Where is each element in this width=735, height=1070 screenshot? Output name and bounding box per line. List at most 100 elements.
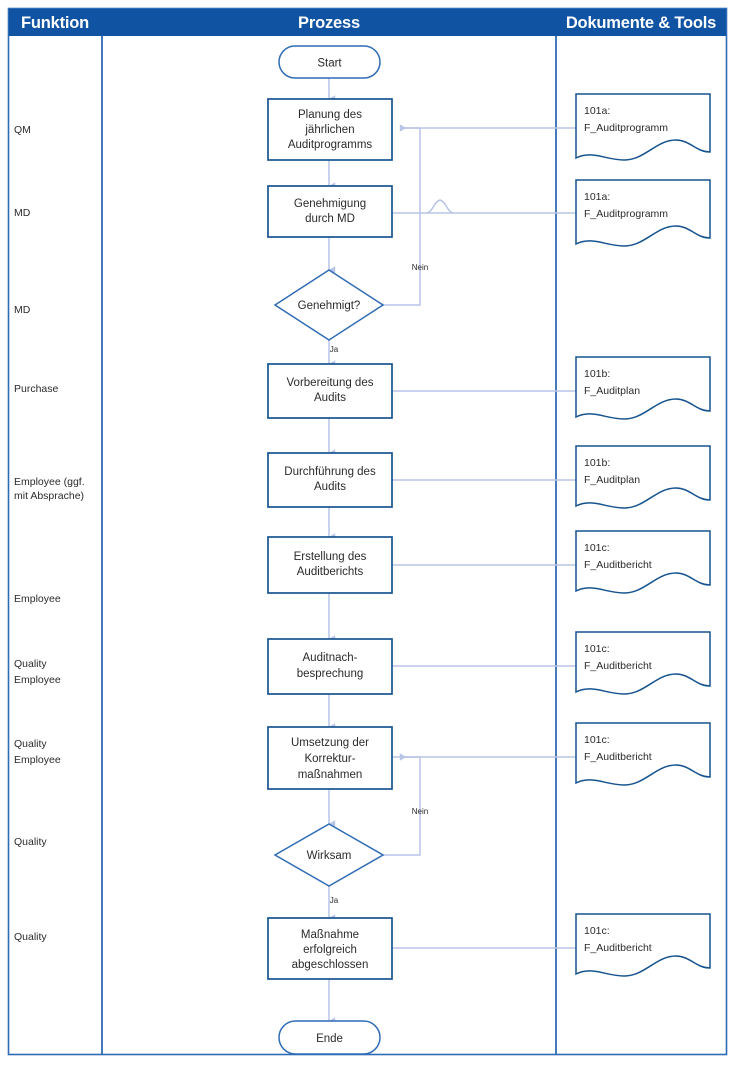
erstellung-label-line2: Auditberichts bbox=[297, 566, 364, 578]
node-vorbereitung[interactable]: Vorbereitung des Audits bbox=[267, 363, 393, 419]
start-shape bbox=[278, 45, 381, 79]
function-label-md-1: MD bbox=[14, 207, 31, 219]
massnahme-label-line1: Maßnahme bbox=[301, 929, 359, 941]
node-genehmigung[interactable]: Genehmigung durch MD bbox=[267, 185, 393, 238]
umsetzung-label-line1: Umsetzung der bbox=[291, 737, 369, 749]
node-genehmigt[interactable]: Genehmigt? bbox=[273, 269, 385, 341]
vorbereitung-shape bbox=[267, 363, 393, 419]
doc-4-code: 101b: bbox=[584, 457, 610, 469]
outer-frame bbox=[7, 7, 728, 1056]
erstellung-label-line1: Erstellung des bbox=[294, 551, 367, 563]
doc-7-name: F_Auditbericht bbox=[584, 751, 652, 763]
node-umsetzung[interactable]: Umsetzung der Korrektur- maßnahmen bbox=[267, 726, 393, 790]
function-label-quality-employee-1-line1: Quality bbox=[14, 658, 47, 670]
node-planung[interactable]: Planung des jährlichen Auditprogramms bbox=[267, 98, 393, 161]
branch-label-ja-1: Ja bbox=[330, 345, 339, 354]
wirksam-shape bbox=[273, 823, 385, 887]
massnahme-label-line3: abgeschlossen bbox=[292, 959, 369, 971]
header-background bbox=[9, 9, 726, 36]
node-ende[interactable]: Ende bbox=[278, 1020, 381, 1055]
connector-nein-loop-1-riser bbox=[367, 128, 421, 306]
doc-8-code: 101c: bbox=[584, 925, 610, 937]
connector-nein-loop-2-riser bbox=[367, 757, 421, 856]
doc-3[interactable]: 101b: F_Auditplan bbox=[575, 356, 711, 420]
doc-4-name: F_Auditplan bbox=[584, 474, 640, 486]
doc-5[interactable]: 101c: F_Auditbericht bbox=[575, 530, 711, 594]
genehmigung-label-line2: durch MD bbox=[305, 213, 355, 225]
doc-5-code: 101c: bbox=[584, 542, 610, 554]
umsetzung-label-line3: maßnahmen bbox=[298, 769, 363, 781]
doc-8-shape bbox=[575, 913, 711, 977]
branch-label-ja-2: Ja bbox=[330, 896, 339, 905]
connector-doc-2-to-genehmigung bbox=[392, 199, 576, 214]
ende-shape bbox=[278, 1020, 381, 1055]
durchfuehrung-label-line2: Audits bbox=[314, 481, 346, 493]
function-label-employee-absprache-line2: mit Absprache) bbox=[14, 490, 84, 502]
umsetzung-label-line2: Korrektur- bbox=[304, 753, 355, 765]
planung-shape bbox=[267, 98, 393, 161]
genehmigung-label-line1: Genehmigung bbox=[294, 198, 366, 210]
wirksam-label: Wirksam bbox=[307, 850, 352, 862]
planung-label-line2: jährlichen bbox=[304, 124, 354, 136]
massnahme-shape bbox=[267, 917, 393, 980]
function-label-quality-employee-2-line1: Quality bbox=[14, 738, 47, 750]
function-label-md-2: MD bbox=[14, 304, 31, 316]
doc-6-name: F_Auditbericht bbox=[584, 660, 652, 672]
node-durchfuehrung[interactable]: Durchführung des Audits bbox=[267, 452, 393, 508]
node-start[interactable]: Start bbox=[278, 45, 381, 79]
doc-7-code: 101c: bbox=[584, 734, 610, 746]
doc-1-name: F_Auditprogramm bbox=[584, 122, 668, 134]
header-col-dokumente: Dokumente & Tools bbox=[566, 14, 716, 32]
massnahme-label-line2: erfolgreich bbox=[303, 944, 357, 956]
node-massnahme[interactable]: Maßnahme erfolgreich abgeschlossen bbox=[267, 917, 393, 980]
doc-7[interactable]: 101c: F_Auditbericht bbox=[575, 722, 711, 786]
planung-label-line1: Planung des bbox=[298, 109, 362, 121]
genehmigt-label: Genehmigt? bbox=[298, 300, 361, 312]
doc-4-shape bbox=[575, 445, 711, 509]
doc-2[interactable]: 101a: F_Auditprogramm bbox=[575, 179, 711, 247]
connectors bbox=[328, 78, 576, 1025]
function-label-quality-employee-1-line2: Employee bbox=[14, 674, 61, 686]
function-label-quality-1: Quality bbox=[14, 836, 47, 848]
ende-label: Ende bbox=[316, 1033, 343, 1045]
nachbesprechung-label-line1: Auditnach- bbox=[303, 652, 358, 664]
node-nachbesprechung[interactable]: Auditnach- besprechung bbox=[267, 638, 393, 695]
node-erstellung[interactable]: Erstellung des Auditberichts bbox=[267, 536, 393, 594]
doc-1-shape bbox=[575, 93, 711, 161]
branch-labels: Nein Ja Nein Ja bbox=[330, 263, 428, 905]
planung-label-line3: Auditprogramms bbox=[288, 139, 373, 151]
doc-3-name: F_Auditplan bbox=[584, 385, 640, 397]
function-column: QM MD MD Purchase Employee (ggf. mit Abs… bbox=[14, 124, 85, 943]
umsetzung-shape bbox=[267, 726, 393, 790]
doc-2-name: F_Auditprogramm bbox=[584, 208, 668, 220]
durchfuehrung-shape bbox=[267, 452, 393, 508]
doc-3-code: 101b: bbox=[584, 368, 610, 380]
doc-6[interactable]: 101c: F_Auditbericht bbox=[575, 631, 711, 695]
function-label-purchase: Purchase bbox=[14, 383, 59, 395]
doc-1-code: 101a: bbox=[584, 105, 610, 117]
header-col-prozess: Prozess bbox=[298, 14, 360, 32]
header-bar: Funktion Prozess Dokumente & Tools bbox=[9, 9, 726, 36]
doc-1[interactable]: 101a: F_Auditprogramm bbox=[575, 93, 711, 161]
vorbereitung-label-line2: Audits bbox=[314, 392, 346, 404]
start-label: Start bbox=[317, 58, 342, 70]
doc-5-name: F_Auditbericht bbox=[584, 559, 652, 571]
nachbesprechung-label-line2: besprechung bbox=[297, 668, 364, 680]
doc-4[interactable]: 101b: F_Auditplan bbox=[575, 445, 711, 509]
doc-8[interactable]: 101c: F_Auditbericht bbox=[575, 913, 711, 977]
function-label-qm: QM bbox=[14, 124, 31, 136]
node-wirksam[interactable]: Wirksam bbox=[273, 823, 385, 887]
branch-label-nein-1: Nein bbox=[412, 263, 428, 272]
genehmigt-shape bbox=[273, 269, 385, 341]
frame-group bbox=[7, 7, 728, 1056]
genehmigung-shape bbox=[267, 185, 393, 238]
doc-3-shape bbox=[575, 356, 711, 420]
doc-2-code: 101a: bbox=[584, 191, 610, 203]
doc-5-shape bbox=[575, 530, 711, 594]
erstellung-shape bbox=[267, 536, 393, 594]
durchfuehrung-label-line1: Durchführung des bbox=[284, 466, 376, 478]
doc-6-code: 101c: bbox=[584, 643, 610, 655]
doc-7-shape bbox=[575, 722, 711, 786]
